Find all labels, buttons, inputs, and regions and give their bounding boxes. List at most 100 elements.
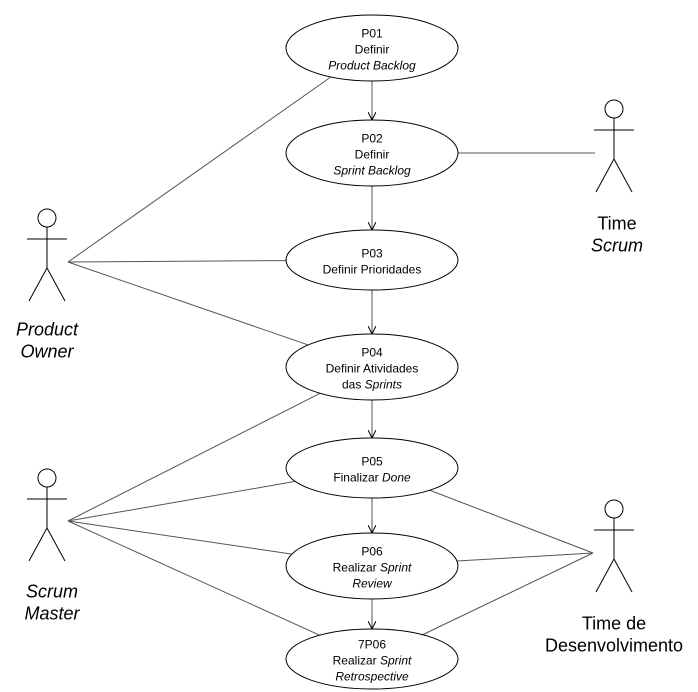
use-case-p01-line-3: Product Backlog	[328, 59, 416, 73]
actor-product-owner-label-text: Owner	[20, 342, 74, 362]
association-product-owner-p01	[67, 76, 332, 263]
use-case-ellipse	[285, 119, 459, 187]
use-case-p02-line-3: Sprint Backlog	[333, 164, 411, 178]
association-scrum-master-p05	[67, 480, 296, 522]
use-case-p06-line-3: Review	[352, 577, 393, 591]
actor-time-scrum-label-line-1: Time	[597, 214, 636, 234]
actor-left-leg	[28, 527, 48, 562]
actor-time-scrum-label-line-2: Scrum	[591, 236, 643, 256]
use-case-p04-text: das	[342, 378, 365, 392]
use-case-p07-text: Sprint	[380, 654, 412, 668]
actor-scrum-master-label-text: Scrum	[26, 582, 78, 602]
actor-product-owner-label-line-1: Product	[16, 320, 79, 340]
actor-left-leg	[28, 267, 48, 302]
use-case-p07-line-3: Retrospective	[335, 670, 409, 684]
connector-layer	[67, 76, 595, 636]
use-case-ellipse	[285, 628, 459, 690]
use-case-p03-line-2: Definir Prioridades	[323, 263, 422, 277]
use-case-p07-line-1: 7P06	[358, 638, 386, 652]
association-product-owner-p03	[67, 260, 287, 263]
actor-product-owner-label-line-2: Owner	[20, 342, 74, 362]
use-case-p04-text: Definir Atividades	[326, 362, 419, 376]
actor-left-leg	[595, 158, 615, 193]
use-case-p03-text: P03	[361, 247, 383, 261]
use-case-p07-line-2: Realizar Sprint	[333, 654, 412, 668]
use-case-p02-text: Sprint Backlog	[333, 164, 411, 178]
stick-figure-icon	[594, 499, 634, 593]
actor-time-scrum-label-text: Time	[597, 214, 636, 234]
use-case-p06-text: Realizar	[333, 561, 380, 575]
association-scrum-master-p06	[67, 520, 292, 555]
use-case-p06-line-2: Realizar Sprint	[333, 561, 412, 575]
actor-scrum-master-label-line-2: Master	[24, 604, 80, 624]
use-case-p03-text: Definir Prioridades	[323, 263, 422, 277]
actor-left-leg	[595, 558, 615, 593]
actor-head	[37, 208, 57, 228]
use-case-p03-line-1: P03	[361, 247, 383, 261]
use-case-ellipse	[285, 532, 459, 600]
use-case-p05-text: Finalizar	[333, 471, 382, 485]
actor-scrum-master-label-text: Master	[24, 604, 80, 624]
actor-right-leg	[613, 558, 633, 593]
actor-time-scrum-label-text: Scrum	[591, 236, 643, 256]
use-case-p02-text: Definir	[355, 148, 390, 162]
stick-figure-icon	[27, 208, 67, 302]
use-case-p05-text: P05	[361, 455, 383, 469]
use-case-p01-text: Definir	[355, 43, 390, 57]
association-scrum-master-p04	[67, 392, 321, 522]
association-time-dev-p06	[456, 552, 594, 562]
use-case-p04-line-2: Definir Atividades	[326, 362, 419, 376]
use-case-ellipse	[285, 229, 459, 291]
use-case-p06-text: Sprint	[380, 561, 412, 575]
use-case-ellipse	[285, 14, 459, 82]
use-case-p05-line-2: Finalizar Done	[333, 471, 411, 485]
association-product-owner-p04	[67, 261, 309, 346]
use-case-p04-line-1: P04	[361, 346, 383, 360]
actor-time-dev-label-line-2: Desenvolvimento	[545, 636, 683, 656]
use-case-p02-line-1: P02	[361, 132, 383, 146]
actor-head	[604, 499, 624, 519]
use-case-p07-text: 7P06	[358, 638, 386, 652]
association-time-dev-p05	[429, 489, 594, 554]
actor-head	[604, 99, 624, 119]
use-case-p01-text: P01	[361, 27, 383, 41]
use-case-p07-text: Realizar	[333, 654, 380, 668]
use-case-p01-line-2: Definir	[355, 43, 390, 57]
use-case-p05-text: Done	[382, 471, 411, 485]
use-case-p07-text: Retrospective	[335, 670, 409, 684]
use-case-p06-line-1: P06	[361, 545, 383, 559]
stick-figure-icon	[27, 468, 67, 562]
use-case-p05-line-1: P05	[361, 455, 383, 469]
stick-figure-icon	[594, 99, 634, 193]
use-case-p04-text: P04	[361, 346, 383, 360]
association-time-dev-p07	[422, 552, 594, 636]
use-case-p02-line-2: Definir	[355, 148, 390, 162]
use-case-ellipse	[285, 437, 459, 499]
actor-right-leg	[46, 527, 66, 562]
association-scrum-master-p07	[67, 520, 320, 636]
use-case-ellipse	[285, 333, 459, 401]
actor-scrum-master-label-line-1: Scrum	[26, 582, 78, 602]
use-case-p06-text: Review	[352, 577, 393, 591]
actor-right-leg	[613, 158, 633, 193]
actor-head	[37, 468, 57, 488]
actor-right-leg	[46, 267, 66, 302]
use-case-p04-line-3: das Sprints	[342, 378, 402, 392]
actor-time-dev-label-text: Desenvolvimento	[545, 636, 683, 656]
use-case-p01-text: Product Backlog	[328, 59, 416, 73]
use-case-p06-text: P06	[361, 545, 383, 559]
